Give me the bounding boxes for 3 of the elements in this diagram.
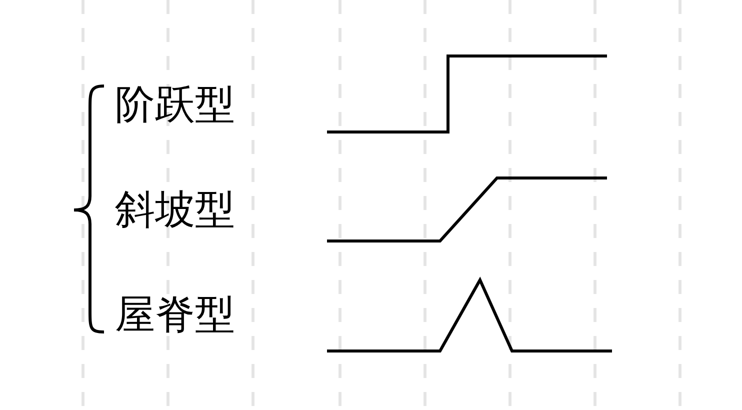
edge-type-label: 斜坡型 <box>115 186 235 234</box>
edge-type-label: 阶跃型 <box>115 81 235 129</box>
edge-type-label: 屋脊型 <box>115 291 235 339</box>
